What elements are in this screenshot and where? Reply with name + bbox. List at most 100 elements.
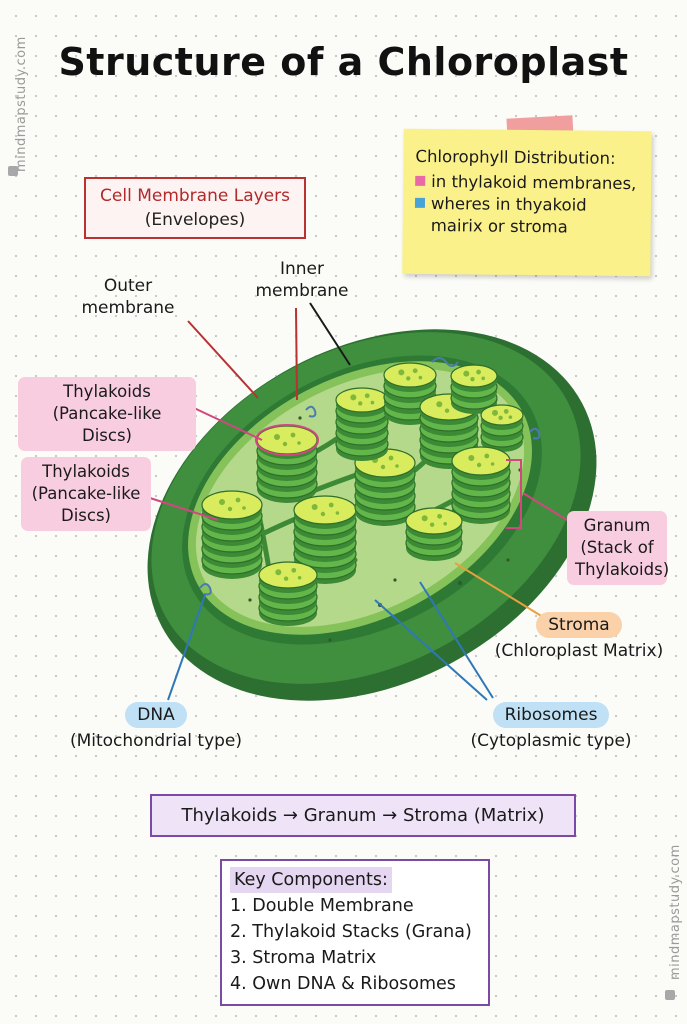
stroma-label-desc: (Chloroplast Matrix) <box>494 641 664 661</box>
granum-stack <box>258 561 318 626</box>
key-components-heading: Key Components: <box>230 867 392 893</box>
thylakoid-spot <box>498 415 503 421</box>
thylakoids-label-1-line2: (Pancake-like Discs) <box>52 404 162 445</box>
key-components-box: Key Components: 1. Double Membrane 2. Th… <box>220 859 490 1006</box>
flow-summary-box: Thylakoids → Granum → Stroma (Matrix) <box>150 794 576 837</box>
granum-label-line1: Granum <box>583 516 651 535</box>
granum-stack <box>450 364 498 414</box>
key-component-item: 2. Thylakoid Stacks (Grana) <box>230 922 472 942</box>
thylakoid-spot <box>274 434 280 440</box>
watermark-logo-icon <box>665 990 675 1000</box>
stroma-label: Stroma (Chloroplast Matrix) <box>490 612 668 662</box>
thylakoid-spot <box>227 506 233 512</box>
thylakoid-spot <box>492 409 498 416</box>
thylakoid-spot <box>282 441 288 447</box>
outer-membrane-label-line2: membrane <box>81 298 175 318</box>
thylakoid-spot <box>311 504 318 510</box>
thylakoid-spot <box>490 462 495 466</box>
stroma-label-name: Stroma <box>536 612 622 638</box>
thylakoid-spot <box>476 462 482 468</box>
granum-label-line2: (Stack of <box>580 538 654 557</box>
dna-label-name: DNA <box>125 702 187 728</box>
ribosomes-label-name: Ribosomes <box>492 702 610 728</box>
sticky-note: Chlorophyll Distribution: in thylakoid m… <box>402 128 652 277</box>
stroma-dots <box>248 416 522 642</box>
key-component-item: 1. Double Membrane <box>230 896 414 916</box>
granum-stack <box>256 425 318 503</box>
thylakoid-spot <box>380 464 386 470</box>
thylakoids-label-2: Thylakoids (Pancake-like Discs) <box>21 457 151 531</box>
grana-stacks <box>201 362 524 626</box>
thylakoid-spot <box>468 455 475 461</box>
ribosomes-label-desc: (Cytoplasmic type) <box>470 731 632 751</box>
envelope-box: Cell Membrane Layers (Envelopes) <box>84 177 306 239</box>
granum-stack <box>201 490 263 579</box>
sticky-note-item-1-text: in thylakoid membranes, <box>431 171 637 194</box>
thylakoid-spot <box>370 400 375 405</box>
thylakoid-spot <box>328 502 334 508</box>
thylakoid-spot <box>219 499 225 505</box>
thylakoid-spot <box>350 394 357 401</box>
thylakoid-spot <box>429 522 435 527</box>
envelope-box-title: Cell Membrane Layers <box>100 186 290 206</box>
key-component-item: 3. Stroma Matrix <box>230 948 377 968</box>
thylakoid-spot <box>291 567 297 573</box>
thylakoid-disc-top <box>201 490 263 520</box>
thylakoid-spot <box>481 376 486 381</box>
thylakoid-spot <box>320 511 326 517</box>
thylakoid-spot <box>395 464 399 468</box>
thylakoid-disc-top <box>256 425 318 455</box>
thylakoid-spot <box>508 415 513 419</box>
page-title: Structure of a Chloroplast <box>58 40 629 84</box>
sticky-note-item-1: in thylakoid membranes, <box>415 171 639 195</box>
watermark-logo-icon <box>8 166 18 176</box>
thylakoid-spot <box>470 376 475 382</box>
granum-stack <box>354 448 416 526</box>
thylakoid-spot <box>418 375 423 380</box>
thylakoid-spot <box>463 370 470 377</box>
thylakoid-spot <box>503 409 509 414</box>
inner-membrane-label: Inner membrane <box>250 258 354 302</box>
thylakoid-disc-top <box>405 507 463 535</box>
outer-membrane-label-line1: Outer <box>103 276 153 296</box>
thylakoid-spot <box>406 376 411 381</box>
thylakoids-label-2-line2: (Pancake-like <box>31 484 141 503</box>
thylakoid-spot <box>297 575 302 580</box>
thylakoid-spot <box>476 369 481 375</box>
thylakoid-spot <box>275 569 282 576</box>
envelope-box-subtitle: (Envelopes) <box>144 210 246 230</box>
thylakoid-spot <box>437 513 442 519</box>
thylakoid-disc-top <box>335 387 389 413</box>
granum-stack <box>480 404 524 452</box>
thylakoid-disc-top <box>451 446 511 476</box>
thylakoid-spot <box>444 408 450 413</box>
dna-label-desc: (Mitochondrial type) <box>69 731 243 751</box>
inner-membrane-label-line1: Inner <box>279 259 324 279</box>
thylakoids-label-1: Thylakoids (Pancake-like Discs) <box>18 377 196 451</box>
thylakoids-label-2-line3: Discs) <box>61 506 111 525</box>
inner-membrane-label-line2: membrane <box>255 281 349 301</box>
granum-stack <box>451 446 511 524</box>
thylakoid-spot <box>388 455 394 461</box>
granum-label: Granum (Stack of Thylakoids) <box>567 511 669 585</box>
dna-label: DNA (Mitochondrial type) <box>56 702 256 752</box>
thylakoid-spot <box>398 369 405 376</box>
thylakoid-disc-top <box>480 404 524 426</box>
sticky-note-title: Chlorophyll Distribution: <box>415 146 616 168</box>
blue-square-icon <box>414 197 426 208</box>
thylakoids-label-2-line1: Thylakoids <box>42 462 130 481</box>
thylakoid-spot <box>412 368 418 374</box>
leader-lines <box>149 302 568 701</box>
thylakoid-disc-top <box>450 364 498 388</box>
thylakoid-disc-top <box>258 561 318 589</box>
granum-stack <box>335 387 389 461</box>
thylakoid-spot <box>297 441 301 445</box>
watermark-right: mindmapstudy.com <box>668 844 683 980</box>
pink-square-icon <box>415 175 426 186</box>
ribosomes-label: Ribosomes (Cytoplasmic type) <box>458 702 644 752</box>
thylakoid-spot <box>436 401 443 408</box>
thylakoid-spot <box>421 515 428 522</box>
highlighted-thylakoid-ring <box>255 424 319 456</box>
thylakoid-spot <box>235 497 241 503</box>
